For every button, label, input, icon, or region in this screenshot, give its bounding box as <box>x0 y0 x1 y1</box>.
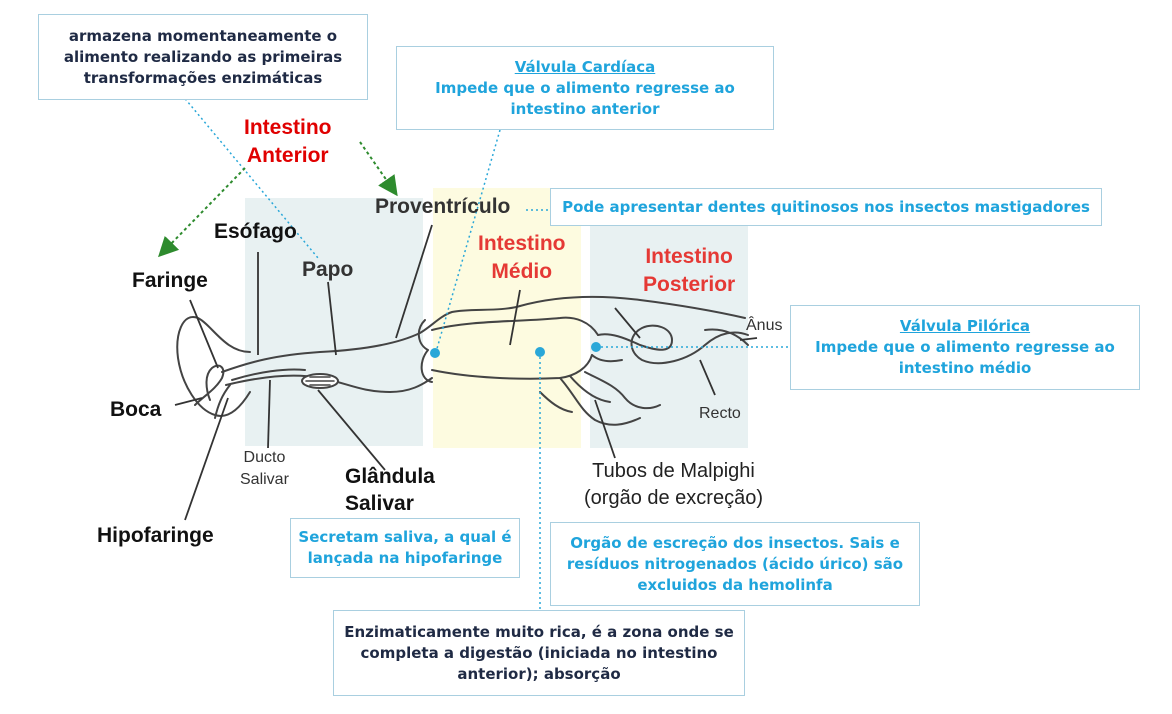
box-proventriculo-description: Pode apresentar dentes quitinosos nos in… <box>550 188 1102 226</box>
hindgut-zone <box>590 190 748 448</box>
valvula-pilorica-dot <box>591 342 601 352</box>
leader-lines <box>174 224 758 521</box>
anterior-arrows <box>158 141 398 258</box>
gut-outline <box>176 295 749 426</box>
connector-lines <box>181 94 790 610</box>
label-boca: Boca <box>110 398 162 421</box>
box-valvula-pilorica: Válvula Pilórica Impede que o alimento r… <box>790 305 1140 390</box>
label-anus: Ânus <box>746 317 783 334</box>
label-recto: Recto <box>699 405 741 422</box>
label-faringe: Faringe <box>132 269 208 292</box>
box-valvula-cardiaca: Válvula Cardíaca Impede que o alimento r… <box>396 46 774 130</box>
box-glandula-description: Secretam saliva, a qual é lançada na hip… <box>290 518 520 578</box>
box-intestino-medio-description: Enzimaticamente muito rica, é a zona ond… <box>333 610 745 696</box>
label-esofago: Esófago <box>214 220 297 243</box>
box-papo-description: armazena momentaneamente o alimento real… <box>38 14 368 100</box>
label-tubos-malpighi: Tubos de Malpighi(orgão de excreção) <box>584 460 763 509</box>
foregut-zone <box>245 198 423 446</box>
intestino-medio-dot <box>535 347 545 357</box>
label-papo: Papo <box>302 258 354 281</box>
label-proventriculo: Proventrículo <box>375 195 511 218</box>
valvula-cardiaca-dot <box>430 348 440 358</box>
label-hipofaringe: Hipofaringe <box>97 524 214 547</box>
box-malpighi-description: Orgão de escreção dos insectos. Sais e r… <box>550 522 920 606</box>
